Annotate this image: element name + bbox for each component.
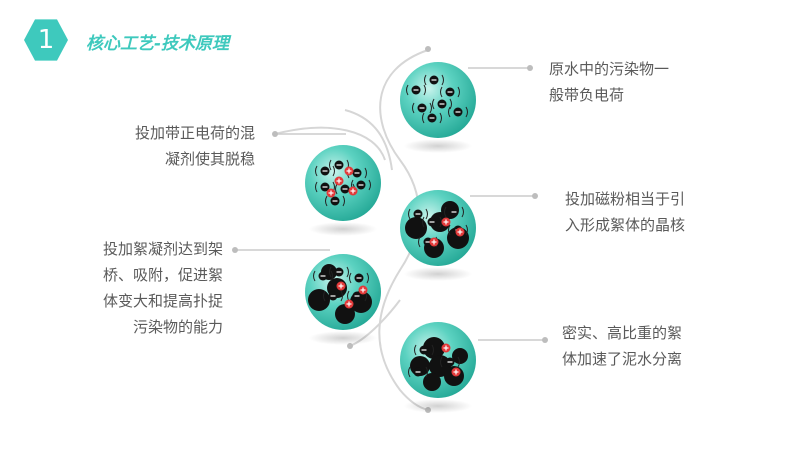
particle-sphere-2: [305, 145, 381, 236]
magnetic-particle: [405, 217, 427, 239]
step-3-description: 投加磁粉相当于引 入形成絮体的晶核: [565, 190, 686, 234]
particle-sphere-1: [400, 62, 476, 153]
connector-2: [272, 131, 346, 137]
particle-sphere-5: [400, 322, 476, 413]
flow-curve-2: [274, 126, 386, 161]
flow-curve-3: [344, 109, 393, 171]
step-5-description: 密实、高比重的絮 体加速了泥水分离: [562, 324, 683, 368]
connector-1: [425, 46, 533, 71]
step-1-description: 原水中的污染物一 般带负电荷: [549, 60, 670, 104]
step-4-description: 投加絮凝剂达到架 桥、吸附，促进絮 体变大和提高扑捉 污染物的能力: [102, 240, 223, 336]
magnetic-particle: [335, 304, 355, 324]
flow-curve: [378, 49, 429, 411]
step-number: 1: [37, 25, 55, 55]
magnetic-particle: [423, 373, 441, 391]
particle-sphere-3: [400, 190, 476, 281]
particle-sphere-4: [305, 254, 381, 345]
step-2-description: 投加带正电荷的混 凝剂使其脱稳: [134, 124, 255, 168]
connector-3: [470, 193, 538, 199]
magnetic-particle: [423, 337, 445, 359]
page-title: 核心工艺-技术原理: [86, 34, 230, 54]
magnetic-particle: [452, 348, 468, 364]
magnetic-particle: [308, 289, 330, 311]
